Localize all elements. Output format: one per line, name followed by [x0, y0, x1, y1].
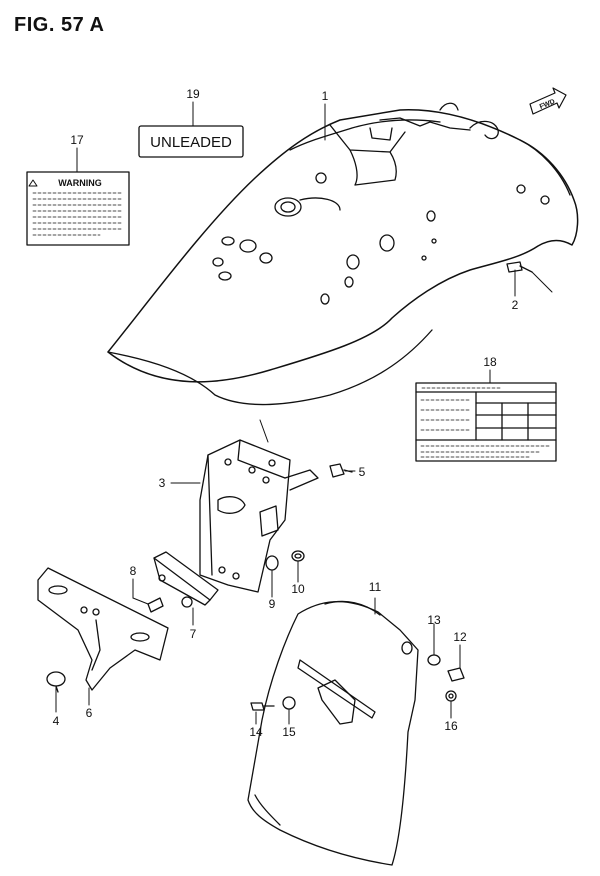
washer-part-9 — [265, 555, 279, 571]
callout-12: 12 — [453, 630, 467, 644]
mud-flap-part-11 — [247, 600, 419, 866]
callout-15: 15 — [282, 725, 296, 739]
callout-5: 5 — [359, 465, 366, 479]
callout-6: 6 — [86, 706, 93, 720]
callout-1: 1 — [322, 89, 329, 103]
bolt-part-12 — [447, 667, 465, 682]
callout-10: 10 — [291, 582, 305, 596]
unleaded-label-text: UNLEADED — [150, 134, 232, 151]
figure-title: FIG. 57 A — [14, 14, 105, 36]
leader-lines — [55, 101, 553, 725]
unleaded-label: UNLEADED — [138, 125, 244, 158]
holder-part-7 — [153, 551, 219, 608]
callout-18: 18 — [483, 355, 497, 369]
washer-part-15 — [282, 696, 296, 710]
callout-16: 16 — [444, 719, 458, 733]
fwd-arrow-text: FWD — [539, 98, 556, 110]
washer-part-13 — [427, 654, 441, 666]
warning-label: WARNING — [26, 171, 130, 246]
license-bracket-part-6 — [37, 567, 169, 691]
callout-7: 7 — [190, 627, 197, 641]
callout-numbers: 1 2 3 4 5 6 7 8 9 10 11 12 13 14 15 16 1… — [53, 87, 519, 739]
callout-9: 9 — [269, 597, 276, 611]
info-label — [415, 382, 557, 462]
warning-label-text: WARNING — [58, 178, 102, 188]
nut-part-16 — [445, 690, 457, 702]
callout-11: 11 — [369, 580, 382, 594]
bolt-part-14 — [250, 702, 275, 711]
pin-part-8 — [147, 597, 164, 613]
rear-fender — [107, 102, 579, 406]
forward-arrow-icon: FWD — [529, 87, 567, 115]
callout-3: 3 — [159, 476, 166, 490]
callout-13: 13 — [427, 613, 441, 627]
nut-part-10 — [291, 550, 305, 562]
callout-17: 17 — [70, 133, 84, 147]
callout-8: 8 — [130, 564, 137, 578]
bracket-part-3 — [199, 439, 319, 593]
callout-4: 4 — [53, 714, 60, 728]
callout-14: 14 — [249, 725, 263, 739]
bolt-part-2 — [506, 261, 533, 273]
callout-19: 19 — [186, 87, 200, 101]
callout-2: 2 — [512, 298, 519, 312]
